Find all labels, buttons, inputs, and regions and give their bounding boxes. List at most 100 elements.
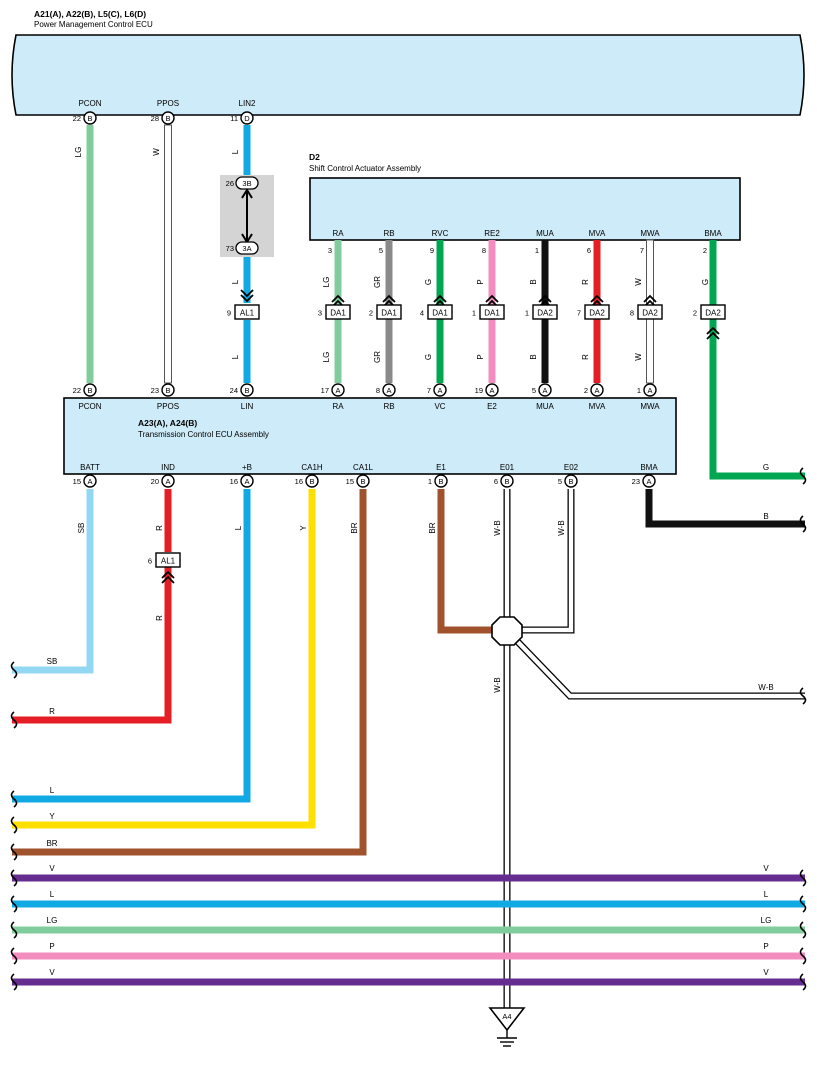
terminal-pin: B6 [494,474,514,488]
svg-text:AL1: AL1 [240,309,255,318]
wire-label: L [231,354,240,359]
break-mark [799,515,807,533]
terminal-name: E1 [436,463,446,472]
break-mark [10,947,18,965]
wire-label: W-B [493,520,502,535]
pin-number: 7 [427,386,431,395]
wire-bma-b [645,489,805,528]
terminal-pin: B1 [428,474,448,488]
tcm-title: A23(A), A24(B) [138,418,197,428]
pin-number: 28 [151,114,159,123]
terminal-name: RB [383,229,394,238]
wire-label: L [231,279,240,284]
pin-number: 7 [640,246,644,255]
wire-label: R [581,354,590,360]
pin-number: 20 [151,477,159,486]
wire-e02 [521,489,575,634]
pin-number: 11 [230,114,238,123]
wire-label: B [763,512,768,521]
break-mark [10,816,18,834]
pm-ecu-title: A21(A), A22(B), L5(C), L6(D) [34,9,146,19]
wire-label: G [424,354,433,360]
connector-letter: A [647,386,652,395]
connector-letter: B [165,114,170,123]
pin-number: 6 [587,246,591,255]
terminal-name: MWA [640,402,660,411]
pin-number: 15 [73,477,81,486]
pin-number: 1 [637,386,641,395]
wire-label: BR [46,839,57,848]
wire-label: G [701,279,710,285]
pin-number: 24 [230,386,238,395]
inline-connectors: AL1 9 DA1 3 DA1 2 DA1 4 DA1 1 [227,289,726,340]
d2-title: D2 [309,152,320,162]
wire-label: L [231,149,240,154]
pin-number: 9 [430,246,434,255]
svg-text:DA2: DA2 [642,309,658,318]
terminal-pin: D11 [230,111,254,125]
terminal-name: BATT [80,463,100,472]
svg-text:4: 4 [420,309,424,318]
inline-connector: DA2 1 [525,294,558,320]
terminal-pin: B 28 [151,111,175,125]
break-mark [799,467,807,485]
bus-p [12,952,805,960]
terminal-name: RA [332,229,344,238]
terminal-name: MUA [536,229,554,238]
wire-label: L [50,890,55,899]
connector-letter: B [360,477,365,486]
connector-letter: B [309,477,314,486]
wire-labels: LG W L L L LG LG GR GR G G P P B B R R W… [46,147,773,977]
ground-label: A4 [502,1012,511,1021]
pin-number: 22 [73,114,81,123]
svg-text:DA2: DA2 [537,309,553,318]
chevron-icon [706,326,720,340]
ground-triangle [488,1007,526,1032]
terminal-pin: B22 [73,111,97,125]
svg-text:6: 6 [148,557,152,566]
wire-label: W-B [557,520,566,535]
svg-text:DA1: DA1 [330,309,346,318]
wire-label: G [424,279,433,285]
wire-batt [12,489,94,674]
wire-label: B [529,354,538,359]
terminal-pin: A23 [632,474,656,488]
svg-text:2: 2 [693,309,697,318]
wire-label: P [49,942,54,951]
pin-number: 1 [428,477,432,486]
pin-number: 8 [482,246,486,255]
terminal-name: E01 [500,463,515,472]
inline-connector: DA2 2 [693,304,726,340]
connector-letter: B [504,477,509,486]
pill-label: 3A [242,244,251,253]
inline-connector: DA2 8 [630,294,663,320]
wire-label: P [476,354,485,359]
bus-lg [12,926,805,934]
svg-text:3: 3 [318,309,322,318]
wire-label: SB [77,523,86,534]
arrow-up-icon [241,188,253,199]
wire-break-marks [10,467,807,991]
connector-letter: B [438,477,443,486]
wire-ca1h [12,489,316,829]
bus-v1 [12,874,805,882]
wire-plusb [12,489,251,803]
break-mark [10,869,18,887]
svg-text:DA1: DA1 [381,309,397,318]
terminal-name: IND [161,463,175,472]
wire-label: B [529,279,538,284]
terminal-pin: A8 [376,383,396,397]
connector-letter: A [646,477,651,486]
wire-label: GR [373,351,382,363]
splice-point [491,616,523,646]
terminal-name: MWA [640,229,660,238]
terminal-name: PCON [78,402,101,411]
terminal-name: CA1L [353,463,374,472]
terminal-name: RE2 [484,229,500,238]
wire-label: P [763,942,768,951]
wire-label: V [49,968,55,977]
wire-label: L [234,525,243,530]
terminal-pin: A20 [151,474,175,488]
wire-label: LG [761,916,772,925]
